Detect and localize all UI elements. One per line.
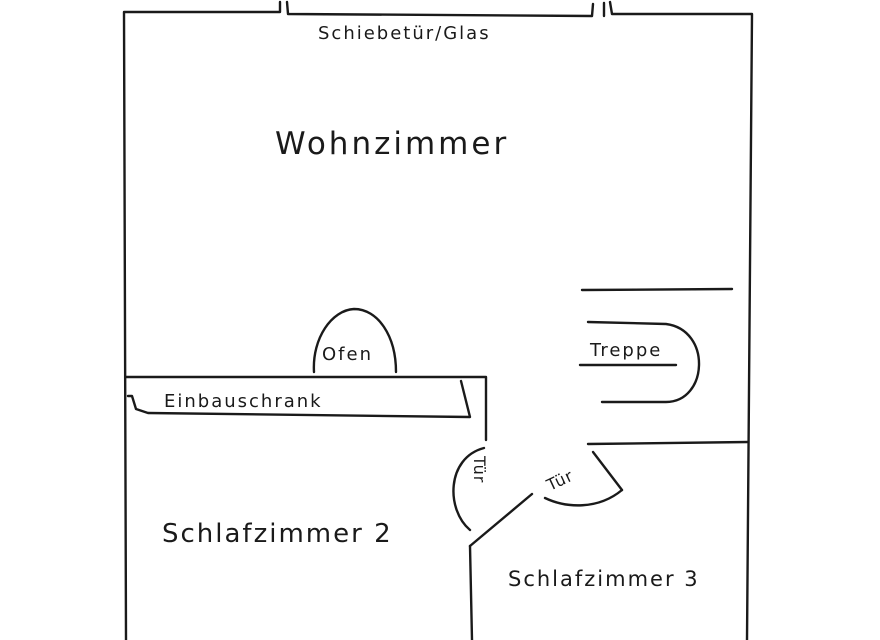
door-bedroom3 — [543, 450, 624, 507]
outer-walls — [122, 0, 754, 640]
hall-diagonal-wall — [468, 492, 534, 548]
stair-line-top — [580, 287, 734, 292]
sliding-door-frame — [285, 0, 595, 18]
sliding-door-label: Schiebetür/Glas — [318, 23, 491, 44]
wardrobe-front — [126, 379, 472, 419]
outer-wall-top-right — [608, 0, 754, 640]
door-bedroom3-label: Tür — [543, 466, 577, 495]
stairs-label: Treppe — [589, 340, 662, 361]
room-label-bedroom2: Schlafzimmer 2 — [162, 519, 393, 549]
door-bedroom2 — [452, 446, 486, 532]
door-bedroom2-label: Tür — [470, 455, 489, 483]
room-label-living: Wohnzimmer — [275, 126, 509, 162]
built-in-wardrobe — [124, 375, 488, 442]
outer-wall-top-left — [122, 0, 282, 640]
bedroom3-walls — [468, 440, 750, 640]
door-bedroom2-swing — [452, 446, 486, 532]
sliding-door — [285, 0, 606, 18]
stove-label: Ofen — [322, 344, 373, 365]
wardrobe-label: Einbauschrank — [164, 391, 323, 412]
wardrobe-outline — [124, 375, 488, 442]
bedroom3-wall-top — [586, 440, 750, 446]
stove-outline — [312, 307, 398, 374]
door-bedroom3-leaf — [591, 450, 624, 492]
door-bedroom3-swing — [543, 488, 624, 507]
room-label-bedroom3: Schlafzimmer 3 — [508, 567, 700, 591]
stairs — [578, 287, 734, 404]
stair-curve — [586, 320, 701, 404]
stove — [312, 307, 398, 374]
bedroom-divider-wall — [468, 544, 474, 640]
